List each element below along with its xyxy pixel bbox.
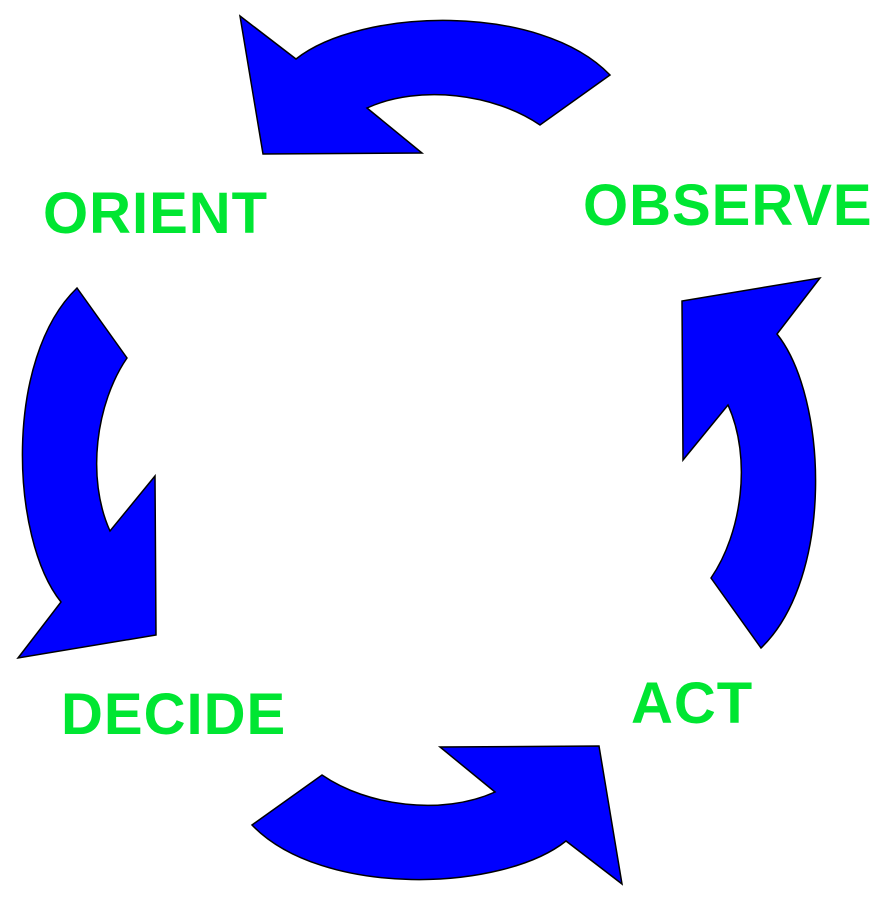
curved-arrow-up-icon — [681, 277, 821, 649]
label-act: ACT — [631, 671, 754, 736]
label-orient: ORIENT — [43, 181, 269, 246]
label-decide: DECIDE — [61, 682, 287, 747]
curved-arrow-down-icon — [17, 287, 157, 659]
curved-arrow-left-icon — [239, 15, 611, 155]
curved-arrow-right-icon — [251, 745, 623, 885]
label-observe: OBSERVE — [583, 173, 873, 238]
